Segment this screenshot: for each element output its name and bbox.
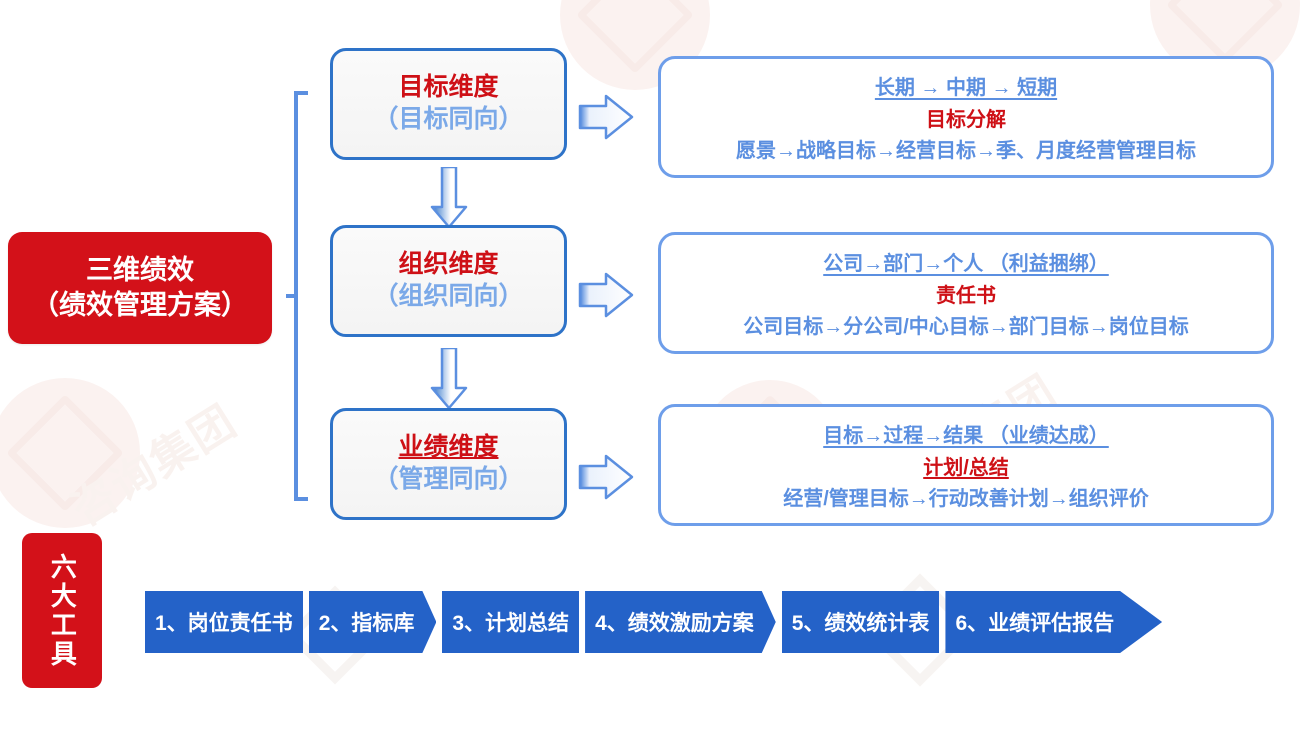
down-arrow-icon [430, 167, 468, 229]
detail-keyword: 目标分解 [926, 109, 1006, 131]
dimension-title: 组织维度 [398, 250, 499, 279]
master-title-block: 三维绩效 （绩效管理方案） [8, 232, 272, 344]
detail-flow-line: 目标→过程→结果 （业绩达成） [823, 425, 1109, 447]
watermark-logo [0, 378, 140, 528]
watermark-text: 咨询集团 [63, 396, 246, 536]
detail-breakdown: 愿景→战略目标→经营目标→季、月度经营管理目标 [736, 140, 1196, 162]
bracket-icon [286, 91, 308, 501]
tool-item-label: 6、业绩评估报告 [955, 612, 1115, 635]
dimension-box-goal[interactable]: 目标维度 （目标同向） [330, 48, 567, 160]
detail-keyword: 责任书 [936, 285, 996, 307]
tools-section-label: 六大工具 [22, 533, 102, 688]
master-title-line2: （绩效管理方案） [32, 290, 248, 320]
tool-item-1[interactable]: 1、岗位责任书 [145, 591, 303, 653]
detail-flow-line: 长期 → 中期 → 短期 [874, 77, 1058, 99]
detail-box-goal[interactable]: 长期 → 中期 → 短期 目标分解 愿景→战略目标→经营目标→季、月度经营管理目… [658, 56, 1274, 178]
tool-item-label: 4、绩效激励方案 [595, 612, 754, 635]
dimension-box-performance[interactable]: 业绩维度 （管理同向） [330, 408, 567, 520]
dimension-subtitle: （目标同向） [373, 105, 524, 134]
detail-flow-line: 公司→部门→个人 （利益捆绑） [823, 253, 1109, 275]
tool-item-2[interactable]: 2、指标库 [309, 591, 437, 653]
tool-item-label: 2、指标库 [318, 612, 415, 635]
tools-chevron-row: 1、岗位责任书 2、指标库 3、计划总结 4、绩效激励方案 5、绩效统计表 6、… [145, 591, 1162, 653]
tool-item-4[interactable]: 4、绩效激励方案 [585, 591, 776, 653]
dimension-subtitle: （管理同向） [373, 465, 524, 494]
dimension-box-organization[interactable]: 组织维度 （组织同向） [330, 225, 567, 337]
detail-box-performance[interactable]: 目标→过程→结果 （业绩达成） 计划/总结 经营/管理目标→行动改善计划→组织评… [658, 404, 1274, 526]
right-arrow-icon [578, 454, 634, 500]
tool-item-3[interactable]: 3、计划总结 [442, 591, 580, 653]
tool-item-5[interactable]: 5、绩效统计表 [781, 591, 940, 653]
tool-item-6[interactable]: 6、业绩评估报告 [945, 591, 1162, 653]
detail-breakdown: 经营/管理目标→行动改善计划→组织评价 [783, 488, 1149, 510]
right-arrow-icon [578, 94, 634, 140]
dimension-subtitle: （组织同向） [373, 282, 524, 311]
tool-item-label: 3、计划总结 [452, 612, 570, 635]
tool-item-label: 1、岗位责任书 [155, 612, 293, 635]
master-title-line1: 三维绩效 [86, 255, 194, 286]
detail-box-organization[interactable]: 公司→部门→个人 （利益捆绑） 责任书 公司目标→分公司/中心目标→部门目标→岗… [658, 232, 1274, 354]
dimension-title: 目标维度 [398, 73, 499, 102]
right-arrow-icon [578, 272, 634, 318]
dimension-title: 业绩维度 [398, 433, 499, 462]
down-arrow-icon [430, 348, 468, 410]
tool-item-label: 5、绩效统计表 [791, 612, 930, 635]
detail-breakdown: 公司目标→分公司/中心目标→部门目标→岗位目标 [743, 316, 1189, 338]
detail-keyword: 计划/总结 [923, 457, 1009, 479]
